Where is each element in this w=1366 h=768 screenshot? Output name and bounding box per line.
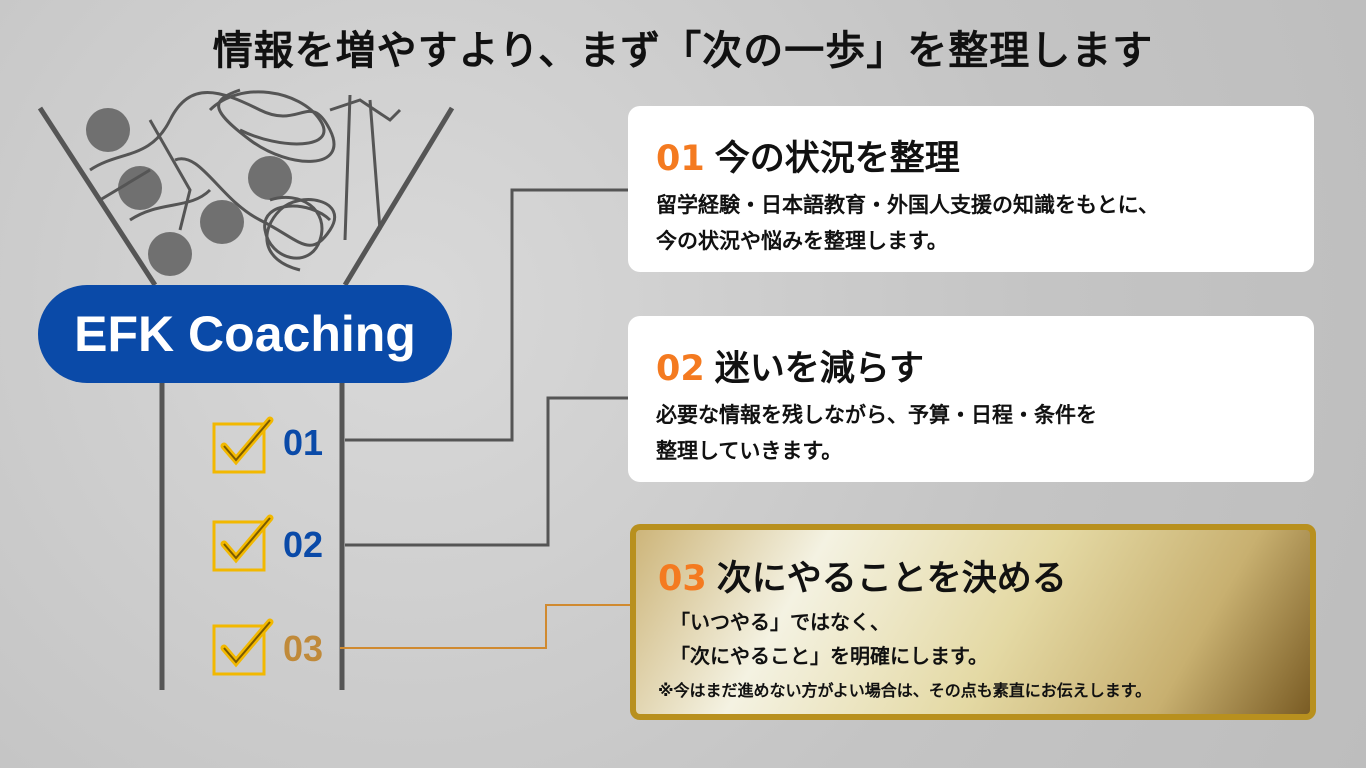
step-label-03: 03	[283, 628, 324, 669]
funnel-right-wall	[342, 106, 455, 287]
page-title: 情報を増やすより、まず「次の一歩」を整理します	[212, 28, 1154, 74]
step-number: 02	[656, 349, 705, 389]
step-heading: 今の状況を整理	[714, 139, 960, 179]
step-text: 必要な情報を残しながら、予算・日程・条件を	[656, 403, 1097, 427]
checkbox-icon	[212, 416, 274, 474]
step-number: 01	[656, 139, 705, 179]
step-text: 「次にやること」を明確にします。	[670, 644, 988, 668]
step-heading: 迷いを減らす	[714, 349, 925, 389]
step-number: 03	[658, 559, 707, 599]
checkbox-icon	[212, 514, 274, 572]
funnel-left-wall	[37, 106, 158, 287]
step-text: 留学経験・日本語教育・外国人支援の知識をもとに、	[656, 193, 1159, 217]
tangled-scribbles	[89, 88, 402, 272]
connector-lines	[345, 188, 628, 547]
step-note: ※今はまだ進めない方がよい場合は、その点も素直にお伝えします。	[658, 681, 1152, 700]
connector-line-03	[340, 604, 630, 649]
checkbox-icon	[212, 618, 274, 676]
step-label-01: 01	[283, 422, 324, 463]
step-heading: 次にやることを決める	[716, 559, 1067, 599]
step-text: 今の状況や悩みを整理します。	[656, 229, 948, 253]
brand-badge: EFK Coaching	[38, 285, 452, 383]
information-balls	[86, 108, 292, 276]
step-text: 「いつやる」ではなく、	[670, 610, 890, 634]
step-label-02: 02	[283, 524, 324, 565]
step-text: 整理していきます。	[656, 439, 843, 463]
